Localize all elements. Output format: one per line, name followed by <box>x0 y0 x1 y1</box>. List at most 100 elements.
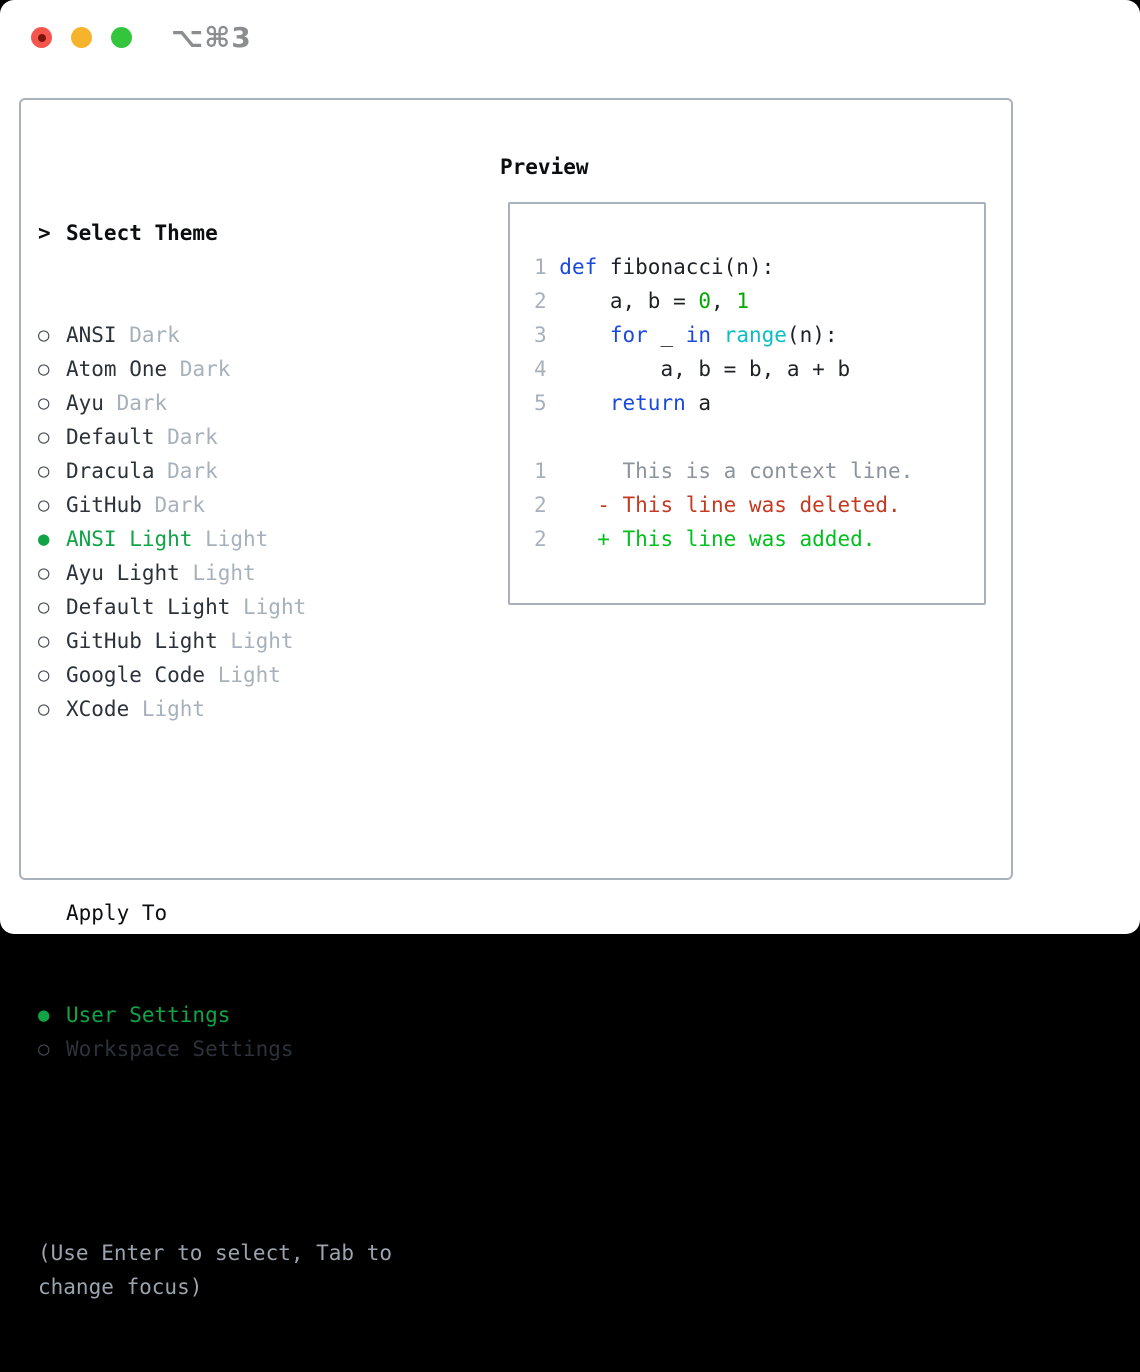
theme-option-name: ANSI <box>66 323 117 347</box>
app-window: ⌥⌘3 > Select Theme ○ ANSI Dark ○ Atom One D… <box>0 0 1140 1299</box>
radio-icon: ○ <box>38 698 50 720</box>
code-token: in <box>685 323 712 347</box>
title-bar: ⌥⌘3 <box>0 0 1140 74</box>
theme-option-name: Google Code <box>66 663 206 687</box>
theme-variant-tag: Dark <box>141 493 206 517</box>
theme-option[interactable]: ○XCode Light <box>38 692 468 726</box>
line-number: 1 <box>534 459 560 483</box>
keyboard-hint-line: change focus) <box>38 1275 203 1299</box>
line-number: 2 <box>534 289 560 313</box>
diff-line: 1 This is a context line. <box>534 454 984 488</box>
radio-icon: ○ <box>38 664 50 686</box>
code-token <box>559 386 610 420</box>
theme-option[interactable]: ● ANSI Light Light <box>38 522 468 556</box>
theme-option-name: GitHub Light <box>66 629 218 653</box>
diff-preview: 1 This is a context line.2 - This line w… <box>534 454 984 556</box>
code-token: return <box>609 391 686 415</box>
code-token: + This line was added. <box>559 527 876 551</box>
zoom-button[interactable] <box>111 27 132 48</box>
theme-option[interactable]: ○Default Light Light <box>38 590 468 624</box>
code-token: , <box>711 289 737 313</box>
radio-selected-icon: ● <box>38 528 50 550</box>
code-token <box>711 318 724 352</box>
radio-icon: ○ <box>38 392 50 414</box>
radio-icon: ○ <box>38 562 50 584</box>
theme-option-name: Ayu Light <box>66 561 180 585</box>
code-line: 5 return a <box>534 386 984 420</box>
theme-variant-tag: Light <box>129 697 206 721</box>
code-token: a, b = <box>559 289 699 313</box>
select-theme-header: > Select Theme <box>38 216 468 250</box>
preview-title: Preview <box>500 155 589 179</box>
code-line: 4 a, b = b, a + b <box>534 352 984 386</box>
code-token: - This line was deleted. <box>559 493 901 517</box>
keyboard-hint: (Use Enter to select, Tab to change focus… <box>38 1236 468 1304</box>
code-token: _ <box>647 323 686 347</box>
theme-option-name: ANSI Light <box>66 527 193 551</box>
keyboard-hint-line: (Use Enter to select, Tab to <box>38 1241 393 1265</box>
window-title-shortcut: ⌥⌘3 <box>171 21 252 54</box>
theme-variant-tag: Dark <box>167 357 231 381</box>
code-line: 3 for _ in range(n): <box>534 318 984 352</box>
theme-picker-column: > Select Theme ○ANSI Dark○Atom One Dark○… <box>38 148 468 1372</box>
radio-selected-icon: ● <box>38 1004 50 1026</box>
line-number: 2 <box>534 527 560 551</box>
radio-icon: ○ <box>38 358 50 380</box>
code-token: def <box>559 255 598 279</box>
theme-option-name: Default <box>66 425 155 449</box>
code-token <box>559 318 610 352</box>
line-number: 4 <box>534 357 560 381</box>
diff-line: 2 - This line was deleted. <box>534 488 984 522</box>
radio-icon: ○ <box>38 324 50 346</box>
theme-variant-tag: Light <box>192 527 269 551</box>
code-token: a, b = b, a + b <box>559 357 851 381</box>
theme-option[interactable]: ○ Default Dark <box>38 420 468 454</box>
apply-to-option[interactable]: ● User Settings <box>38 998 468 1032</box>
theme-option-name: Dracula <box>66 459 155 483</box>
code-token: range <box>723 323 787 347</box>
theme-list: ○ANSI Dark○Atom One Dark○Ayu Dark○Defaul… <box>38 318 468 726</box>
theme-variant-tag: Light <box>205 663 281 687</box>
code-token: a <box>685 391 712 415</box>
theme-variant-tag: Dark <box>154 425 218 449</box>
spacer <box>534 420 984 454</box>
apply-to-option-name: Workspace Settings <box>66 1037 294 1061</box>
apply-to-option-name: User Settings <box>66 1003 231 1027</box>
theme-option[interactable]: ○ Atom One Dark <box>38 352 468 386</box>
prompt-caret-icon: > <box>38 221 51 245</box>
theme-option[interactable]: ○ Google Code Light <box>38 658 468 692</box>
line-number: 2 <box>534 493 560 517</box>
theme-variant-tag: Dark <box>103 391 168 415</box>
theme-option[interactable]: ○ Ayu Light Light <box>38 556 468 590</box>
theme-variant-tag: Light <box>217 629 294 653</box>
code-token: (n): <box>786 323 838 347</box>
code-token: fibonacci(n): <box>597 255 775 279</box>
theme-option-name: GitHub <box>66 493 142 517</box>
radio-icon: ○ <box>38 630 50 652</box>
apply-to-list: ● User Settings ○Workspace Settings <box>38 998 468 1066</box>
theme-option[interactable]: ○GitHub Dark <box>38 488 468 522</box>
minimize-button[interactable] <box>71 27 92 48</box>
theme-option[interactable]: ○ Dracula Dark <box>38 454 468 488</box>
theme-option[interactable]: ○Ayu Dark <box>38 386 468 420</box>
apply-to-title: Apply To <box>66 901 168 925</box>
theme-option-name: Atom One <box>66 357 168 381</box>
theme-variant-tag: Dark <box>154 459 218 483</box>
close-dot-icon <box>37 33 46 42</box>
theme-variant-tag: Dark <box>116 323 180 347</box>
radio-icon: ○ <box>38 426 50 448</box>
apply-to-option[interactable]: ○Workspace Settings <box>38 1032 468 1066</box>
code-token: 1 <box>736 289 749 313</box>
diff-line: 2 + This line was added. <box>534 522 984 556</box>
theme-variant-tag: Light <box>179 561 256 585</box>
theme-option[interactable]: ○ ANSI Dark <box>38 318 468 352</box>
close-button[interactable] <box>31 27 52 48</box>
spacer <box>38 1134 468 1168</box>
code-line: 1 def fibonacci(n): <box>534 250 984 284</box>
radio-icon: ○ <box>38 596 50 618</box>
line-number: 1 <box>534 255 560 279</box>
radio-icon: ○ <box>38 460 50 482</box>
theme-option[interactable]: ○ GitHub Light Light <box>38 624 468 658</box>
